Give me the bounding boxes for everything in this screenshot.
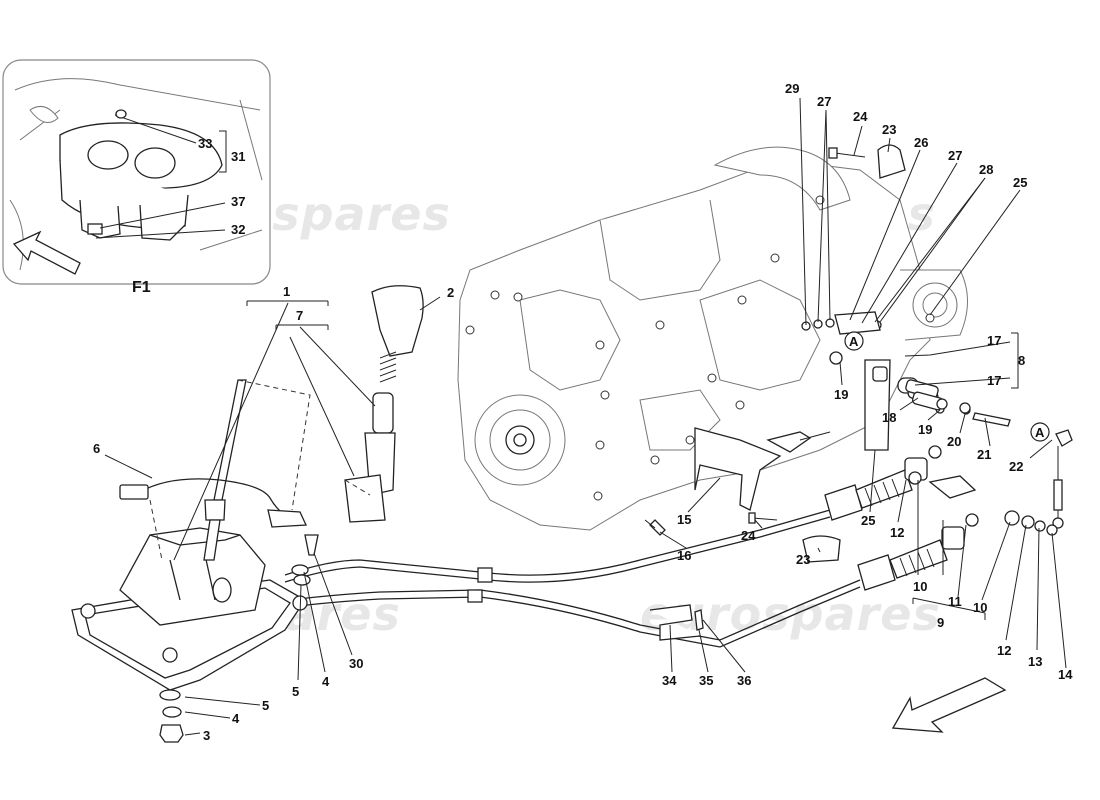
callout-12: 12 [890,525,904,540]
callout-1: 1 [283,284,290,299]
callout-2: 2 [447,285,454,300]
svg-text:A: A [849,334,859,349]
callout-5: 5 [292,684,299,699]
callout-25: 25 [861,513,875,528]
callout-19: 19 [918,422,932,437]
callout-31: 31 [231,149,245,164]
callout-29: 29 [785,81,799,96]
cable-end-upper [824,445,942,521]
callout-9: 9 [937,615,944,630]
callout-8: 8 [1018,353,1025,368]
callout-3: 3 [203,728,210,743]
callout-22: 22 [1009,459,1023,474]
callout-21: 21 [977,447,991,462]
callout-6: 6 [93,441,100,456]
callout-24: 24 [741,528,756,543]
direction-arrow-icon [12,230,81,275]
callout-27: 27 [948,148,962,163]
callout-35: 35 [699,673,713,688]
callout-28: 28 [979,162,993,177]
inset-label: F1 [132,279,151,296]
callout-10: 10 [973,600,987,615]
callout-13: 13 [1028,654,1042,669]
callout-32: 32 [231,222,245,237]
callout-30: 30 [349,656,363,671]
callout-26: 26 [914,135,928,150]
callout-23: 23 [796,552,810,567]
callout-16: 16 [677,548,691,563]
callout-17: 17 [987,373,1001,388]
gear-lever-assembly [71,285,424,743]
callout-18: 18 [882,410,896,425]
callout-33: 33 [198,136,212,151]
callout-10: 10 [913,579,927,594]
callout-12: 12 [997,643,1011,658]
callout-17: 17 [987,333,1001,348]
callout-5: 5 [262,698,269,713]
callout-4: 4 [322,674,330,689]
callout-34: 34 [662,673,677,688]
callout-15: 15 [677,512,691,527]
callout-11: 11 [948,594,962,609]
reference-marker-a: A [1030,422,1050,442]
callout-19: 19 [834,387,848,402]
leader-lines [104,97,1067,736]
callout-37: 37 [231,194,245,209]
inset-f1: 33 31 37 32 F1 [2,59,271,296]
callout-7: 7 [296,308,303,323]
transmission-housing [457,146,968,531]
shift-linkage [644,144,1073,563]
callout-24: 24 [853,109,868,124]
callout-20: 20 [947,434,961,449]
callout-numbers: 1 2 3 4 4 5 5 6 7 8 9 10 10 11 12 12 13 … [93,81,1073,743]
direction-arrow-icon [891,677,1007,733]
callout-36: 36 [737,673,751,688]
callout-27: 27 [817,94,831,109]
callout-4: 4 [232,711,240,726]
svg-text:A: A [1035,425,1045,440]
callout-23: 23 [882,122,896,137]
reference-marker-a: A [844,331,864,351]
callout-25: 25 [1013,175,1027,190]
callout-14: 14 [1058,667,1073,682]
